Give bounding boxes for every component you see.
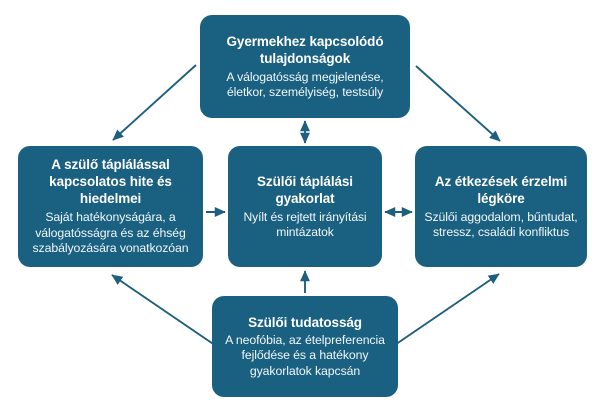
node-meal-climate-description: Szülői aggodalom, bűntudat, stressz, csa… (424, 209, 578, 239)
connector-parent-awareness-to-meal-climate (385, 273, 500, 352)
connector-parent-awareness-to-parent-beliefs (111, 274, 226, 353)
connector-child-traits-to-parent-beliefs (112, 64, 197, 141)
node-parent-awareness-title: Szülői tudatosság (248, 314, 362, 330)
node-child-traits-title: Gyermekhez kapcsolódó tulajdonságok (226, 33, 384, 66)
node-child-traits[interactable]: Gyermekhez kapcsolódó tulajdonságok A vá… (200, 15, 410, 118)
node-parent-awareness[interactable]: Szülői tudatosság A neofóbia, az ételpre… (212, 296, 398, 397)
node-parent-awareness-description: A neofóbia, az ételpreferencia fejlődése… (225, 332, 385, 378)
node-parent-beliefs-title: A szülő táplálással kapcsolatos hite és … (49, 157, 172, 207)
connector-child-traits-to-meal-climate (415, 65, 501, 142)
node-parent-beliefs-description: Saját hatékonyságára, a válogatósságra é… (32, 210, 189, 256)
node-meal-climate-title: Az étkezések érzelmi légköre (434, 173, 568, 206)
node-feeding-practice-title: Szülői táplálási gyakorlat (257, 173, 353, 206)
node-feeding-practice-description: Nyílt és rejtett irányítási mintázatok (243, 209, 367, 239)
node-parent-beliefs[interactable]: A szülő táplálással kapcsolatos hite és … (18, 146, 203, 267)
node-child-traits-description: A válogatósság megjelenése, életkor, sze… (226, 69, 384, 99)
node-meal-climate[interactable]: Az étkezések érzelmi légköre Szülői aggo… (415, 146, 587, 267)
node-feeding-practice[interactable]: Szülői táplálási gyakorlat Nyílt és rejt… (228, 146, 382, 267)
